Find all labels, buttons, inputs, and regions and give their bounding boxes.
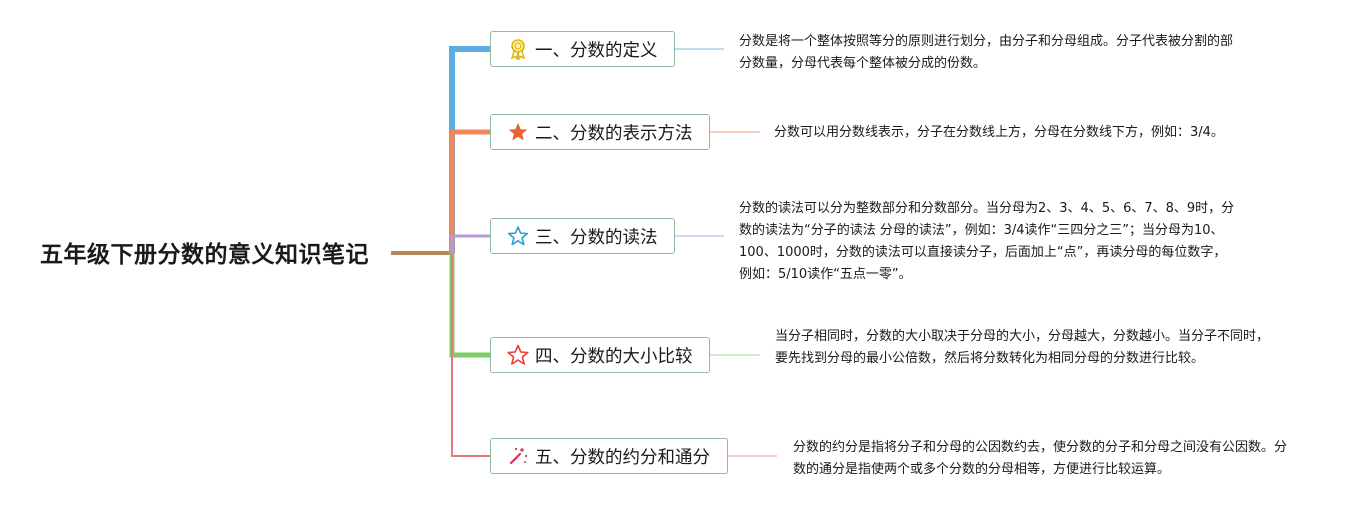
branch-note-5: 分数的约分是指将分子和分母的公因数约去，使分数的分子和分母之间没有公因数。分数的… [793, 440, 1288, 477]
award-ribbon-icon [507, 38, 529, 60]
branch-label-1: 一、分数的定义 [535, 40, 658, 61]
branch-note-3: 分数的读法可以分为整数部分和分数部分。当分母为2、3、4、5、6、7、8、9时，… [739, 201, 1235, 282]
branch-label-4: 四、分数的大小比较 [535, 346, 693, 367]
branch-note-2: 分数可以用分数线表示，分子在分数线上方，分母在分数线下方，例如：3/4。 [774, 125, 1224, 140]
branch-node-5[interactable]: 五、分数的约分和通分 [490, 438, 728, 474]
branch-connector-4 [449, 253, 490, 358]
root-topic[interactable]: 五年级下册分数的意义知识笔记 [40, 242, 369, 268]
branch-node-3[interactable]: 三、分数的读法 [490, 218, 675, 254]
branch-connector-1 [449, 46, 490, 253]
branch-node-2[interactable]: 二、分数的表示方法 [490, 114, 710, 150]
branch-connector-3 [450, 234, 490, 253]
star-outline-red-icon [507, 344, 529, 366]
branch-note-1: 分数是将一个整体按照等分的原则进行划分，由分子和分母组成。分子代表被分割的部分数… [739, 34, 1234, 71]
branch-label-3: 三、分数的读法 [535, 227, 658, 248]
magic-wand-icon [507, 445, 529, 467]
branch-node-1[interactable]: 一、分数的定义 [490, 31, 675, 67]
branch-note-4: 当分子相同时，分数的大小取决于分母的大小，分母越大，分数越小。当分子不同时，要先… [775, 329, 1270, 366]
branch-connector-5 [451, 253, 490, 457]
branch-node-4[interactable]: 四、分数的大小比较 [490, 337, 710, 373]
star-outline-icon [507, 225, 529, 247]
branch-connector-2 [449, 129, 490, 253]
star-filled-icon [507, 121, 529, 143]
branch-label-5: 五、分数的约分和通分 [535, 447, 710, 468]
branch-label-2: 二、分数的表示方法 [535, 123, 693, 144]
